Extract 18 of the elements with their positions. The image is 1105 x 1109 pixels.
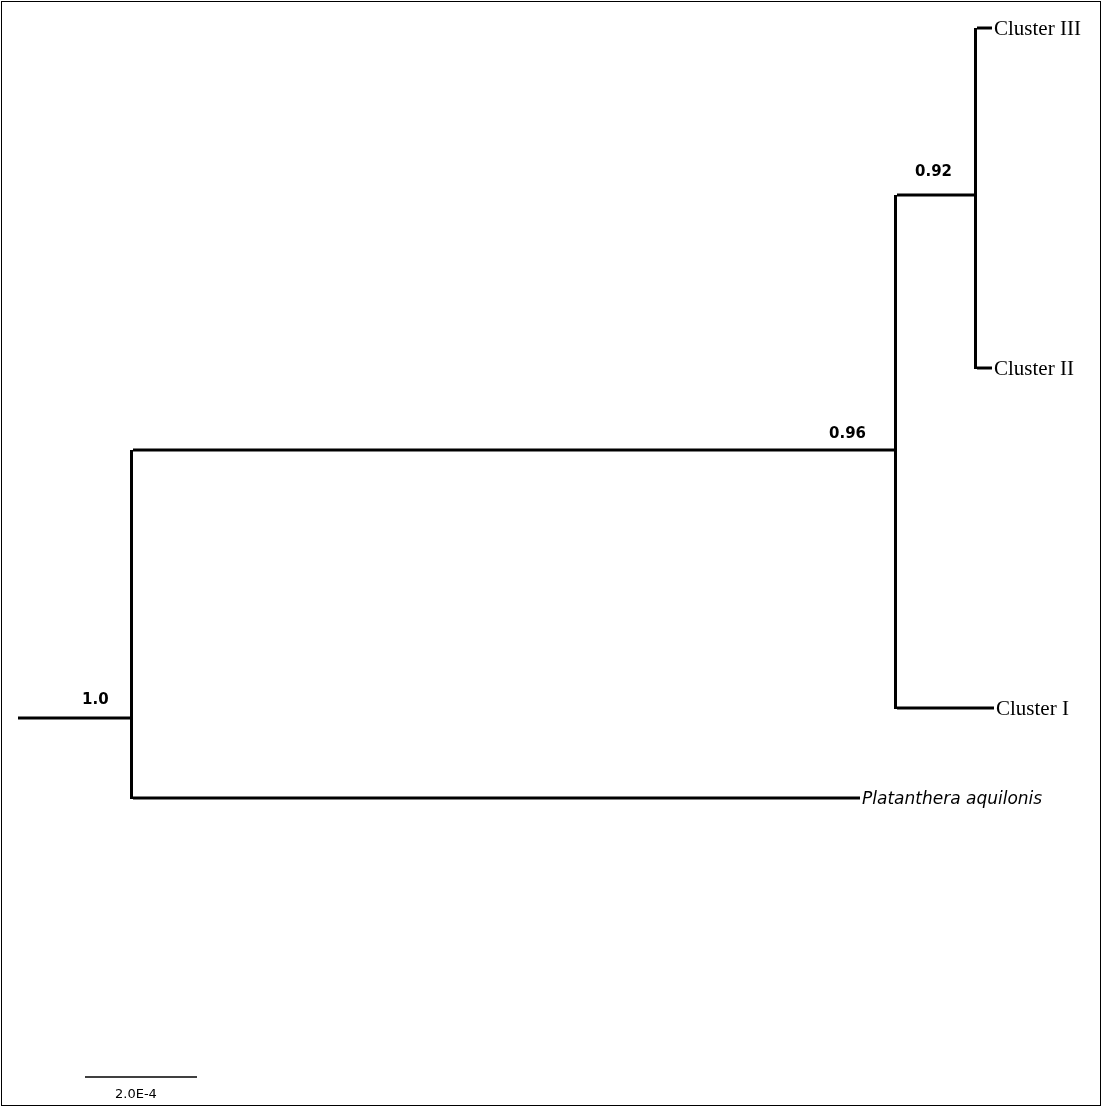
taxon-label: Platanthera aquilonis (862, 785, 1043, 811)
tree-branch (133, 448, 894, 452)
tree-branch (977, 366, 992, 370)
branch-node (974, 28, 977, 369)
taxon-label: Cluster III (994, 15, 1081, 41)
tree-branch (18, 716, 130, 720)
tree-branch (897, 193, 974, 197)
taxon-label: Cluster I (996, 695, 1069, 721)
support-value: 0.96 (829, 424, 866, 442)
scale-label: 2.0E-4 (115, 1086, 157, 1101)
support-value: 0.92 (915, 162, 952, 180)
support-value: 1.0 (82, 690, 109, 708)
branch-node (130, 450, 133, 799)
tree-branch (133, 796, 860, 800)
branch-node (894, 195, 897, 709)
tree-branch (977, 26, 992, 30)
tree-branch (897, 706, 994, 710)
taxon-label: Cluster II (994, 355, 1074, 381)
